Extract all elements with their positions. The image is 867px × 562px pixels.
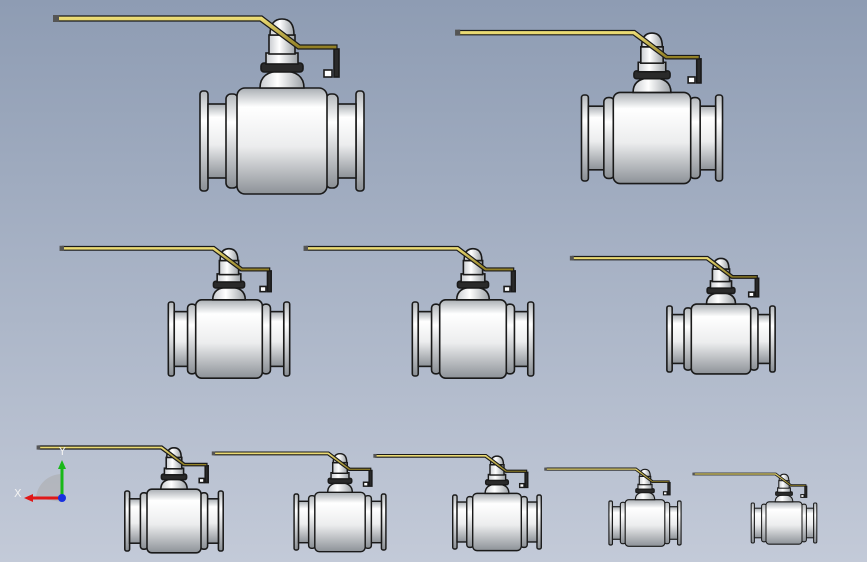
handle-lever [56, 15, 338, 50]
stop-post [510, 270, 516, 293]
stop-block [503, 285, 511, 293]
valve-body [438, 298, 508, 380]
valve-body [471, 492, 523, 552]
coordinate-triad: X Y [14, 445, 66, 502]
stop-block [747, 291, 755, 298]
valve-body [194, 298, 264, 380]
x-axis-arrowhead [24, 494, 33, 502]
handle-grip [569, 255, 574, 261]
valve-body [690, 303, 752, 375]
valve-neck [455, 286, 491, 301]
valve-model-4[interactable] [303, 245, 535, 380]
stop-block [687, 76, 696, 84]
valve-body [314, 491, 366, 553]
left-flange [411, 301, 420, 377]
valve-neck [326, 482, 354, 494]
stop-block [518, 482, 525, 489]
right-flange [526, 301, 535, 377]
handle-grip [53, 15, 59, 22]
valve-neck [705, 291, 737, 305]
right-flange [355, 90, 365, 192]
valve-model-3[interactable] [59, 245, 291, 380]
valve-model-8[interactable] [373, 453, 542, 552]
handle-grip [455, 29, 461, 36]
stop-post [524, 471, 529, 489]
handle-grip [692, 472, 695, 476]
handle-lever [457, 29, 700, 60]
x-axis-label: X [14, 487, 22, 500]
z-axis-dot-icon [58, 494, 66, 502]
stop-post [204, 465, 209, 484]
valve-model-1[interactable] [53, 15, 365, 195]
stop-post [695, 58, 702, 84]
valve-body [624, 499, 666, 547]
left-flange [199, 90, 209, 192]
valve-body [765, 501, 803, 545]
handle-grip [544, 467, 547, 471]
stop-block [662, 491, 668, 496]
valve-neck [484, 483, 510, 495]
valve-model-2[interactable] [455, 29, 724, 185]
valve-body [612, 91, 692, 185]
stop-post [266, 270, 272, 293]
stop-post [667, 481, 671, 496]
stop-block [362, 481, 369, 487]
valve-neck [774, 494, 794, 503]
stop-post [754, 277, 760, 298]
valve-neck [211, 286, 247, 301]
right-flange [714, 94, 724, 182]
valve-model-7[interactable] [211, 451, 387, 553]
left-flange [580, 94, 590, 182]
triad-plane-icon [36, 473, 62, 502]
handle-lever [571, 255, 758, 279]
handle-lever [693, 472, 807, 487]
handle-grip [59, 245, 64, 251]
valve-neck [632, 76, 672, 94]
handle-lever [213, 451, 372, 472]
valve-model-9[interactable] [544, 467, 682, 547]
handle-lever [305, 245, 515, 272]
right-flange [282, 301, 291, 377]
left-hex-nut [225, 93, 239, 189]
handle-grip [303, 245, 308, 251]
stop-post [368, 469, 373, 487]
valve-model-5[interactable] [569, 255, 776, 375]
handle-lever [61, 245, 271, 272]
valve-body [236, 87, 328, 195]
stop-block [800, 494, 805, 498]
stop-block [323, 69, 333, 78]
valve-neck [259, 70, 305, 89]
stop-block [259, 285, 267, 293]
valve-model-6[interactable] [36, 445, 224, 554]
stop-post [804, 485, 808, 498]
left-flange [167, 301, 176, 377]
valve-model-10[interactable] [692, 472, 818, 545]
handle-lever [374, 453, 528, 473]
handle-grip [211, 451, 216, 456]
handle-lever [38, 445, 208, 467]
handle-grip [373, 453, 377, 458]
valve-neck [160, 478, 188, 490]
valve-body [146, 488, 202, 554]
handle-grip [36, 445, 41, 450]
stop-post [333, 48, 340, 78]
y-axis-arrowhead [58, 460, 66, 469]
handle-lever [545, 467, 670, 483]
y-axis-label: Y [58, 445, 66, 458]
stop-block [198, 477, 205, 484]
valve-neck [634, 491, 656, 501]
